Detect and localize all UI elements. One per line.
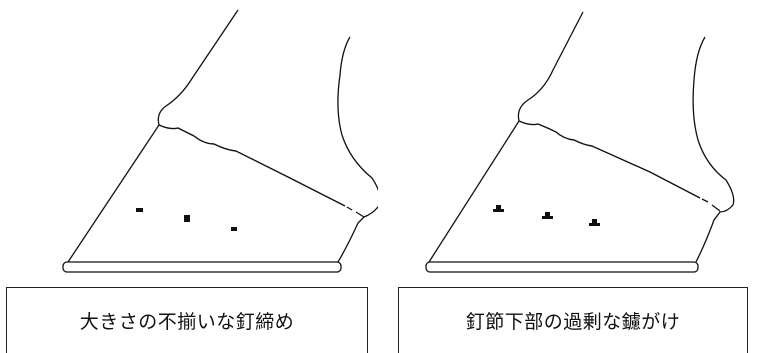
horseshoe xyxy=(62,261,342,273)
horseshoe xyxy=(425,261,699,273)
pastern-front-line xyxy=(517,11,584,122)
coronary-band-gap xyxy=(701,198,721,212)
clinch-mark xyxy=(231,227,237,231)
panel-over-rasped-clinches: 釘節下部の過剰な鑢がけ xyxy=(380,0,757,353)
hoof-illustration xyxy=(62,9,378,273)
clinch-mark xyxy=(589,219,600,226)
caption-box: 大きさの不揃いな釘締め xyxy=(6,287,368,353)
heel-line xyxy=(337,36,378,263)
panel-uneven-clinches: 大きさの不揃いな釘締め xyxy=(0,0,378,353)
clinch-mark xyxy=(136,208,143,212)
hoof-illustration xyxy=(425,11,735,273)
dorsal-hoof-wall xyxy=(428,120,520,263)
clinch-mark xyxy=(493,205,504,212)
coronary-band xyxy=(158,124,346,207)
caption-label: 釘節下部の過剰な鑢がけ xyxy=(465,311,681,333)
coronary-band xyxy=(518,120,701,199)
caption-label: 大きさの不揃いな釘締め xyxy=(79,311,295,333)
heel-line xyxy=(692,36,735,263)
coronary-band-gap xyxy=(346,206,365,218)
caption-box: 釘節下部の過剰な鑢がけ xyxy=(398,287,748,353)
clinch-mark xyxy=(542,212,553,219)
clinch-mark xyxy=(184,215,190,222)
dorsal-hoof-wall xyxy=(67,124,160,263)
pastern-front-line xyxy=(157,9,239,126)
